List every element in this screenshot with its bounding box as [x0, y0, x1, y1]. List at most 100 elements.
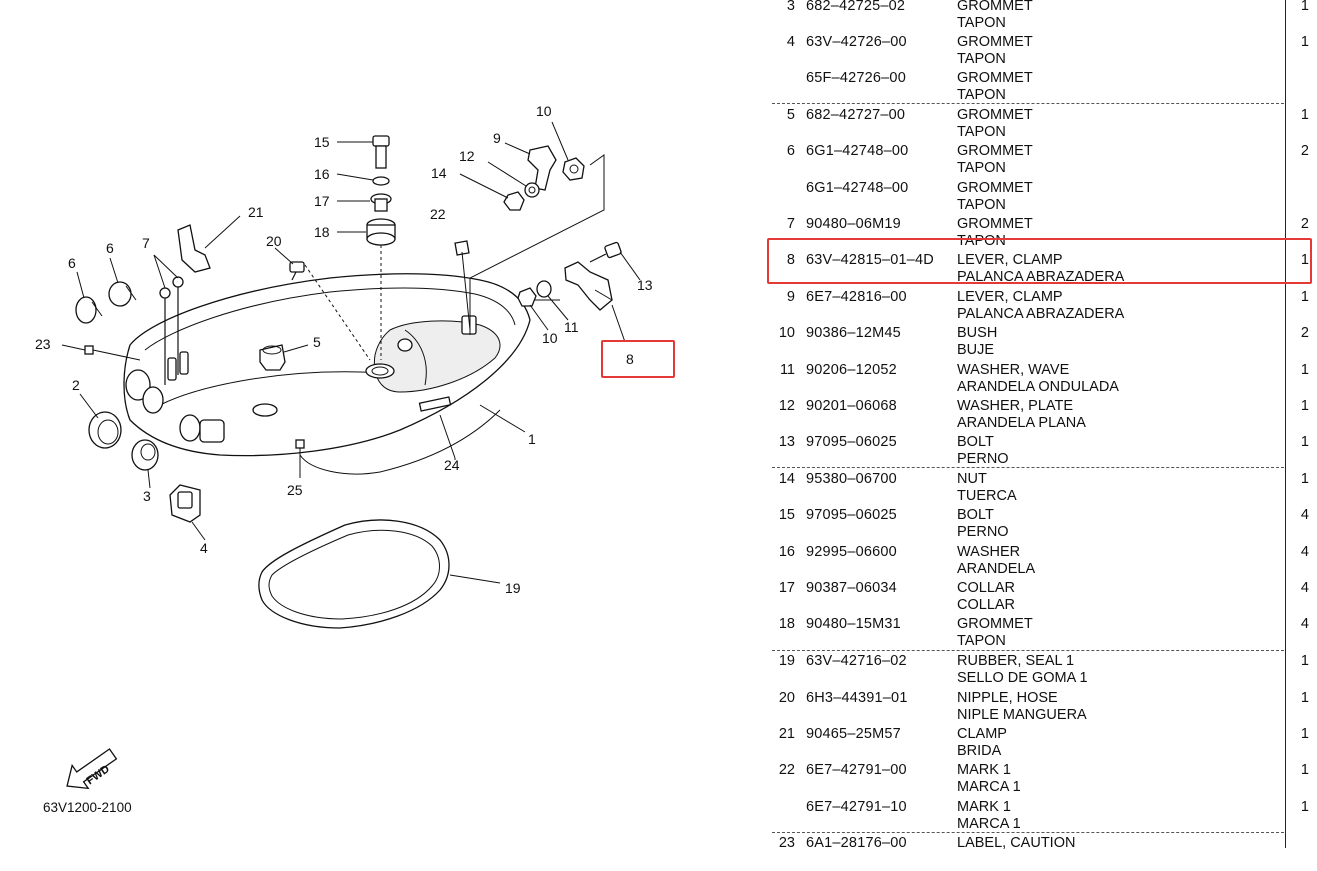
- grommet-part-3[interactable]: [131, 439, 159, 471]
- part-number-index: 15: [778, 507, 795, 523]
- part-quantity: 2: [1300, 143, 1309, 159]
- part-name-en: GROMMET: [957, 107, 1033, 123]
- part-quantity: 4: [1300, 616, 1309, 632]
- part-name-en: LEVER, CLAMP: [957, 289, 1063, 305]
- mark-part-24[interactable]: [439, 414, 456, 459]
- part-name-es: SELLO DE GOMA 1: [957, 670, 1088, 686]
- part-number-index: 18: [778, 616, 795, 632]
- mark-part-22[interactable]: [454, 240, 471, 331]
- part-code: 6E7–42791–00: [806, 762, 907, 778]
- part-code: 63V–42716–02: [806, 653, 907, 669]
- part-quantity: 1: [1300, 653, 1309, 669]
- washer-part-16[interactable]: [372, 176, 390, 186]
- lever-clamp-part-9[interactable]: [527, 145, 557, 191]
- nut-part-14[interactable]: [503, 191, 525, 211]
- part-number-index: 23: [778, 835, 795, 851]
- part-code: 682–42727–00: [806, 107, 906, 123]
- clamp-part-21[interactable]: [177, 224, 211, 273]
- part-number-index: 21: [778, 726, 795, 742]
- part-name-es: PALANCA ABRAZADERA: [957, 306, 1125, 322]
- part-code: 63V–42726–00: [806, 34, 907, 50]
- part-number-index: 19: [778, 653, 795, 669]
- callout-7: 7: [142, 235, 150, 251]
- part-number-index: 8: [786, 252, 795, 268]
- part-name-es: NIPLE MANGUERA: [957, 707, 1087, 723]
- part-quantity: 1: [1300, 362, 1309, 378]
- part-number-index: 17: [778, 580, 795, 596]
- part-number-index: 11: [779, 362, 795, 378]
- bolt-part-13[interactable]: [589, 241, 622, 263]
- callout-16: 16: [314, 166, 330, 182]
- part-code: 95380–06700: [806, 471, 897, 487]
- label-part-25[interactable]: [295, 439, 305, 449]
- collar-part-17[interactable]: [370, 193, 392, 212]
- part-code: 6A1–28176–00: [806, 835, 907, 851]
- part-code: 90387–06034: [806, 580, 897, 596]
- hose-nipple-part-20[interactable]: [289, 261, 371, 361]
- wave-washer-part-11[interactable]: [536, 280, 552, 298]
- part-quantity: 2: [1300, 216, 1309, 232]
- group-divider: [772, 832, 1284, 833]
- plate-washer-part-12[interactable]: [524, 182, 540, 198]
- part-name-en: WASHER, WAVE: [957, 362, 1070, 378]
- part-quantity: 1: [1300, 34, 1309, 50]
- part-name-en: LEVER, CLAMP: [957, 252, 1063, 268]
- part-name-es: TAPON: [957, 87, 1006, 103]
- grommet-part-5[interactable]: [259, 344, 286, 371]
- bush-part-10[interactable]: [517, 157, 585, 307]
- bolt-part-15[interactable]: [372, 135, 390, 169]
- bottom-cowling-part[interactable]: [123, 273, 531, 475]
- part-name-es: TAPON: [957, 197, 1006, 213]
- grommet-part-6a[interactable]: [75, 296, 103, 324]
- rubber-seal-part-19[interactable]: [258, 519, 450, 629]
- group-divider: [772, 103, 1284, 104]
- part-code: 90465–25M57: [806, 726, 901, 742]
- part-code: 90480–15M31: [806, 616, 901, 632]
- callout-8: 8: [626, 351, 634, 367]
- callout-15: 15: [314, 134, 330, 150]
- grommet-part-18[interactable]: [366, 218, 396, 360]
- part-code: 6G1–42748–00: [806, 143, 909, 159]
- callout-17: 17: [314, 193, 330, 209]
- part-name-es: TAPON: [957, 633, 1006, 649]
- part-code: 6H3–44391–01: [806, 690, 908, 706]
- part-name-en: GROMMET: [957, 143, 1033, 159]
- part-quantity: 1: [1300, 107, 1309, 123]
- part-code: 92995–06600: [806, 544, 897, 560]
- part-name-es: TAPON: [957, 51, 1006, 67]
- part-number-index: 14: [778, 471, 795, 487]
- grommet-part-4[interactable]: [169, 484, 201, 523]
- part-number-index: 5: [786, 107, 795, 123]
- grommet-part-2[interactable]: [88, 411, 122, 449]
- grommet-part-7[interactable]: [159, 276, 184, 385]
- part-code: 6E7–42791–10: [806, 799, 907, 815]
- grommet-part-6b[interactable]: [108, 281, 137, 307]
- part-name-en: GROMMET: [957, 216, 1033, 232]
- callout-10a: 10: [536, 103, 552, 119]
